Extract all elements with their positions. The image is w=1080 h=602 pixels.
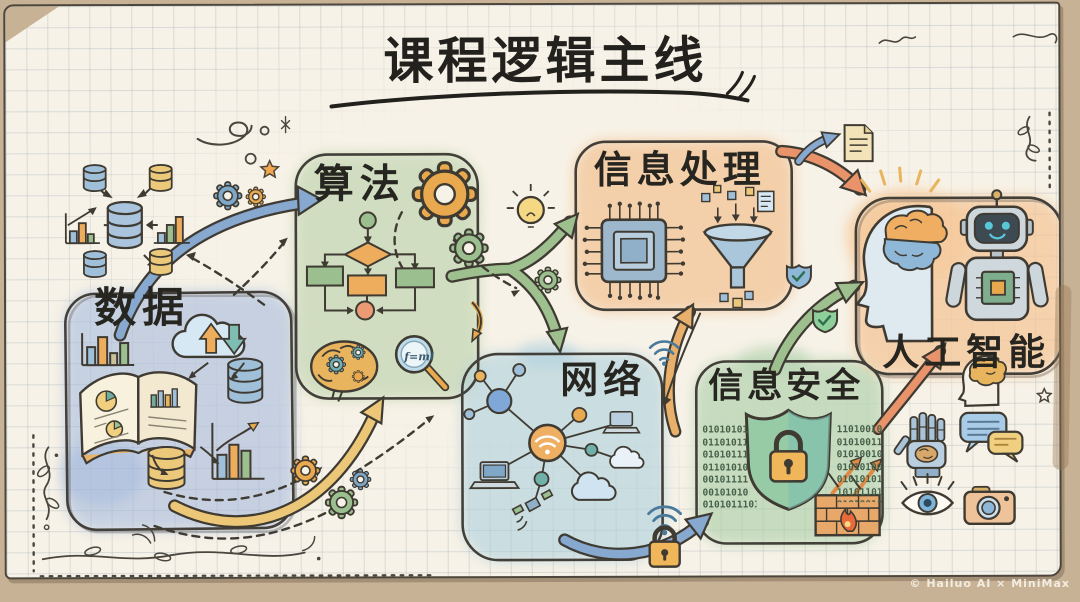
laptop-icon [468,461,521,490]
vine-icon [41,551,306,561]
document-icon [843,124,874,163]
flow-arrows [113,131,947,561]
node-label-algorithm: 算法 [313,161,406,208]
magnifier-formula-icon [394,335,450,392]
growth-chart-icon [211,421,265,480]
node-label-info-security: 信息安全 [708,366,865,407]
curved-arrow [470,300,484,344]
bar-chart-icon [81,333,135,367]
mini-head-icon [957,354,1007,408]
shield-lock-icon [744,408,832,511]
ai-node-icons [854,166,1049,343]
magnifier-formula-text: f=ml [404,350,435,364]
processing-node-icons [582,184,775,309]
title-underline [329,70,756,109]
node-label-info-processing: 信息处理 [593,147,766,192]
funnel-icon [701,184,775,309]
binary-code-right: 11010010 01010011 01010010 01010100 0101… [836,424,883,502]
firewall-icon [814,455,883,537]
security-node-icons [744,408,883,537]
camera-icon [963,485,1016,526]
swirl-icon [196,121,253,146]
chat-bubbles-icon [959,411,1024,463]
shield-check-icon [785,264,812,290]
cloud-sync-icon [171,313,247,359]
network-graph-icon [463,363,645,531]
flowchart-icon [305,211,435,321]
node-label-data: 数据 [93,282,191,333]
torn-edge-smudge [1052,284,1072,471]
cpu-chip-icon [582,201,686,300]
node-label-ai: 人工智能 [882,330,1051,375]
star-icon [259,158,281,179]
watermark: © Hailuo AI × MiniMax [909,577,1070,590]
padlock-icon [648,525,681,568]
algorithm-node-icons [305,161,489,402]
eye-icon [900,472,955,516]
head-brain-icon [854,166,948,343]
database-icon-blue [227,357,264,404]
data-node-icons [79,313,265,490]
wifi-icon [648,340,680,366]
satellite-icon [511,488,554,531]
star-icon [1035,386,1053,404]
lightbulb-icon [506,184,555,228]
cloud-icon [609,445,645,469]
page-title: 课程逻辑主线 [383,31,708,91]
vine-icon [1025,115,1037,162]
paper: 课程逻辑主线 数据 算法 信息处理 网络 信息安全 人工智能 f=ml 0101… [3,1,1062,580]
robo-hand-icon [893,412,947,478]
robot-icon [945,189,1049,322]
diagram-art [32,33,1062,578]
data-hub-icon [64,164,190,279]
doodle-decorations [32,33,1058,578]
binary-code-left: 01010101 01101011 01010111 01101010 0010… [702,424,757,511]
cloud-icon [570,471,617,501]
gear-cluster [213,181,372,520]
database-icon-yellow [147,445,186,490]
laptop-icon [601,410,641,434]
vine-icon [43,446,51,521]
dashed-arrows [153,211,518,540]
node-label-network: 网络 [560,357,647,402]
shield-check-icon [812,307,839,334]
